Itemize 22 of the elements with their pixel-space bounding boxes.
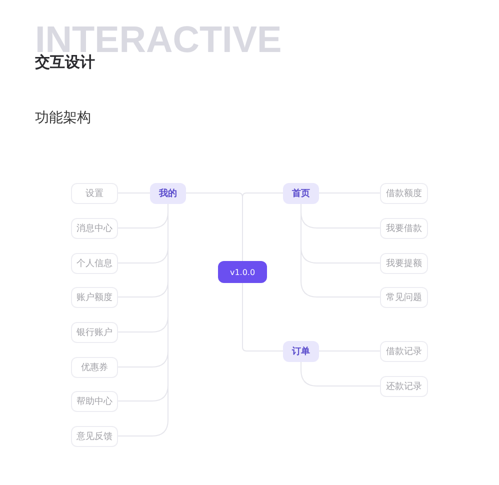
feature-box: 个人信息	[71, 252, 118, 274]
feature-box: 帮助中心	[71, 390, 118, 412]
feature-box: 常见问题	[380, 286, 428, 308]
feature-box: 账户额度	[71, 286, 118, 308]
connector-line	[242, 282, 284, 352]
category-box: 首页	[283, 182, 319, 204]
root-box: v1.0.0	[218, 261, 267, 283]
feature-box: 银行账户	[71, 322, 118, 342]
feature-box: 优惠券	[71, 356, 118, 378]
feature-box: 意见反馈	[71, 426, 118, 446]
category-box: 订单	[283, 340, 319, 362]
feature-box: 还款记录	[380, 376, 428, 396]
feature-box: 借款记录	[380, 340, 428, 362]
page-title: 交互设计	[35, 55, 95, 70]
feature-box: 我要借款	[380, 218, 428, 238]
feature-box: 消息中心	[71, 218, 118, 238]
connector-line	[300, 361, 380, 386]
feature-box: 设置	[71, 182, 118, 204]
feature-box: 我要提额	[380, 252, 428, 274]
feature-box: 借款额度	[380, 182, 428, 204]
section-heading: 功能架构	[35, 111, 91, 125]
category-box: 我的	[150, 182, 186, 204]
